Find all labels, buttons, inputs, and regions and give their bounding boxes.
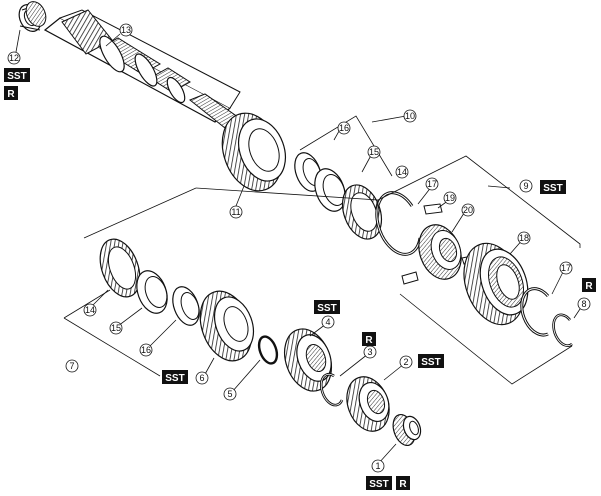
svg-text:14: 14	[397, 167, 407, 177]
sst-tag-6: SST	[162, 370, 188, 384]
clutch-hub-20	[418, 224, 462, 280]
callout-12: 12	[7, 51, 21, 65]
callout-15b: 15	[109, 321, 123, 335]
svg-text:18: 18	[519, 233, 529, 243]
callout-3: 3	[363, 345, 377, 359]
callout-10: 10	[403, 109, 417, 123]
gear-6	[199, 290, 255, 362]
synchro-cone-15b	[136, 270, 168, 314]
svg-text:15: 15	[369, 147, 379, 157]
callout-1: 1	[371, 459, 385, 473]
svg-text:19: 19	[445, 193, 455, 203]
snap-ring-17b	[520, 287, 550, 337]
synchro-cone-16b	[172, 286, 200, 326]
svg-text:17: 17	[561, 263, 571, 273]
callout-4: 4	[321, 315, 335, 329]
sst-tag-2: SST	[418, 354, 444, 368]
callout-17a: 17	[425, 177, 439, 191]
bearing-1	[392, 413, 422, 447]
callout-16a: 16	[337, 121, 351, 135]
svg-text:10: 10	[405, 111, 415, 121]
svg-text:13: 13	[121, 25, 131, 35]
svg-text:SST: SST	[543, 183, 562, 194]
sst-tag-12: SST	[4, 68, 30, 82]
synchro-ring-14b	[99, 238, 141, 298]
svg-text:15: 15	[111, 323, 121, 333]
replace-tag-1: R	[396, 476, 410, 490]
svg-text:16: 16	[141, 345, 151, 355]
clutch-sleeve-18	[463, 242, 529, 326]
svg-text:8: 8	[581, 299, 586, 309]
callout-9: 9	[519, 179, 533, 193]
callout-16b: 16	[139, 343, 153, 357]
callout-11: 11	[229, 205, 243, 219]
main-shaft-13	[43, 9, 248, 136]
callout-18: 18	[517, 231, 531, 245]
svg-text:12: 12	[9, 53, 19, 63]
svg-text:11: 11	[231, 207, 240, 217]
gear-2	[346, 376, 390, 432]
svg-text:20: 20	[463, 205, 473, 215]
replace-tag-12: R	[4, 86, 18, 100]
retaining-ring-8	[552, 313, 573, 347]
svg-text:2: 2	[403, 357, 408, 367]
snap-ring-3	[319, 373, 344, 407]
replace-tag-3: R	[362, 332, 376, 346]
svg-text:SST: SST	[317, 303, 336, 314]
gear-4	[284, 328, 332, 392]
svg-text:4: 4	[325, 317, 330, 327]
svg-text:SST: SST	[165, 373, 184, 384]
callout-19: 19	[443, 191, 457, 205]
svg-text:5: 5	[227, 389, 232, 399]
synchro-cone-15a	[314, 168, 346, 212]
callout-8: 8	[577, 297, 591, 311]
callout-7: 7	[65, 359, 79, 373]
callout-17b: 17	[559, 261, 573, 275]
callout-20: 20	[461, 203, 475, 217]
svg-text:1: 1	[375, 461, 380, 471]
sst-tag-9: SST	[540, 180, 566, 194]
svg-text:SST: SST	[421, 357, 440, 368]
svg-text:R: R	[585, 281, 593, 292]
callout-5: 5	[223, 387, 237, 401]
callout-15a: 15	[367, 145, 381, 159]
svg-text:R: R	[399, 479, 407, 490]
callout-13: 13	[119, 23, 133, 37]
svg-text:7: 7	[69, 361, 74, 371]
thrust-ring-5	[257, 335, 279, 365]
callout-6: 6	[195, 371, 209, 385]
bearing-12	[18, 1, 47, 32]
svg-text:SST: SST	[7, 71, 26, 82]
svg-text:R: R	[365, 335, 373, 346]
svg-text:6: 6	[199, 373, 204, 383]
svg-text:14: 14	[85, 305, 95, 315]
svg-text:3: 3	[367, 347, 372, 357]
svg-text:17: 17	[427, 179, 437, 189]
snap-ring-17a	[375, 191, 422, 256]
gear-11	[221, 112, 286, 192]
svg-text:9: 9	[523, 181, 528, 191]
sst-tag-1: SST	[366, 476, 392, 490]
callout-14a: 14	[395, 165, 409, 179]
svg-text:SST: SST	[369, 479, 388, 490]
callout-14b: 14	[83, 303, 97, 317]
svg-text:R: R	[7, 89, 15, 100]
svg-text:16: 16	[339, 123, 349, 133]
replace-tag-8: R	[582, 278, 596, 292]
sst-tag-4: SST	[314, 300, 340, 314]
callout-2: 2	[399, 355, 413, 369]
